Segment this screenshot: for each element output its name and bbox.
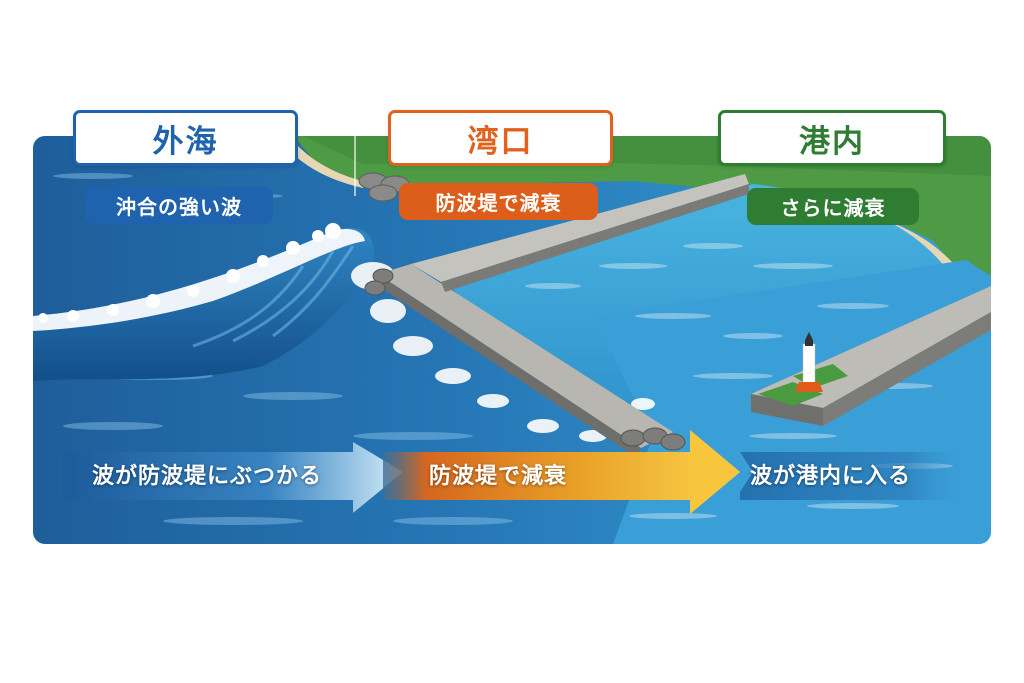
- zone-title-bay-mouth: 湾口: [388, 110, 613, 166]
- flow-step-3-label: 波が港内に入る: [750, 464, 912, 489]
- flow-step-1-label: 波が防波堤にぶつかる: [92, 464, 323, 489]
- zone-subtitle-harbor: さらに減衰: [747, 188, 919, 225]
- flow-step-2-label: 防波堤で減衰: [429, 464, 568, 489]
- zone-title-harbor: 港内: [718, 110, 946, 166]
- zone-subtitle-text: さらに減衰: [780, 196, 886, 220]
- zone-subtitle-bay-mouth: 防波堤で減衰: [399, 183, 598, 220]
- zone-subtitle-text: 防波堤で減衰: [435, 191, 562, 215]
- zone-title-text: 外海: [152, 123, 219, 160]
- flow-arrows: [63, 430, 963, 514]
- zone-title-text: 港内: [799, 123, 865, 160]
- zone-subtitle-outer-sea: 沖合の強い波: [85, 187, 273, 224]
- zone-title-text: 湾口: [467, 123, 534, 160]
- zone-title-outer-sea: 外海: [73, 110, 298, 166]
- zone-subtitle-text: 沖合の強い波: [116, 195, 242, 219]
